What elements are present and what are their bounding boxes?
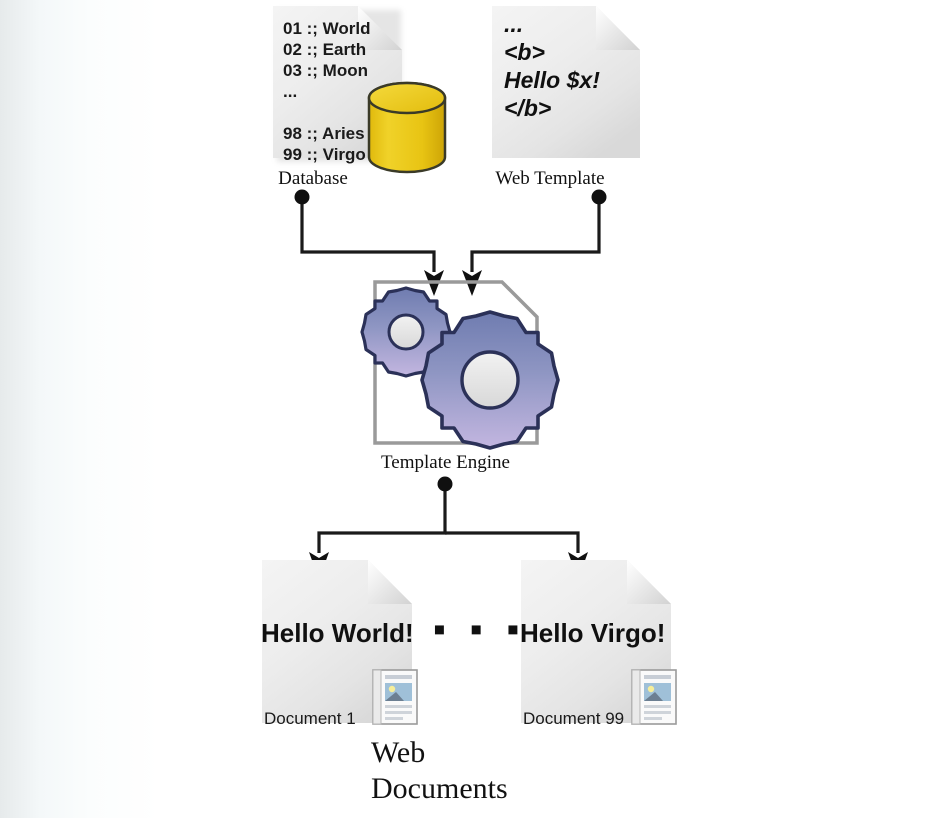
document-99-title: Hello Virgo!: [520, 618, 666, 648]
template-engine-document-outline: [373, 280, 539, 445]
connector-origin-dot-engine: [437, 476, 453, 492]
large-gear-shape: [420, 310, 560, 450]
connector-origin-dot-template: [591, 189, 607, 205]
web-page-thumbnail-icon-1: [372, 669, 418, 725]
connector-engine-to-documents: [317, 489, 580, 553]
connector-database-to-engine: [300, 202, 436, 272]
documents-ellipsis: ▪ ▪ ▪: [433, 608, 527, 649]
web-documents-caption-line1: Web: [371, 736, 426, 769]
document-1-caption: Document 1: [264, 709, 356, 728]
web-template-code: ... <b> Hello $x! </b>: [504, 11, 600, 121]
arrowhead-to-engine-right: [462, 270, 482, 296]
arrowhead-to-engine-left: [424, 270, 444, 296]
document-99-caption: Document 99: [523, 709, 625, 728]
web-documents-caption-line2: Documents: [371, 772, 508, 805]
database-caption: Database: [278, 168, 348, 189]
database-records: 01 :; World 02 :; Earth 03 :; Moon ... 9…: [283, 19, 371, 164]
web-template-caption: Web Template: [495, 168, 605, 189]
template-engine-caption: Template Engine: [381, 452, 510, 473]
connector-template-to-engine: [470, 202, 601, 272]
connector-origin-dot-database: [294, 189, 310, 205]
web-page-thumbnail-icon-99: [631, 669, 677, 725]
arrowhead-to-document-99: [568, 552, 588, 580]
arrowhead-to-document-1: [309, 552, 329, 580]
small-gear-shape: [360, 286, 452, 378]
document-1-title: Hello World!: [261, 618, 414, 648]
